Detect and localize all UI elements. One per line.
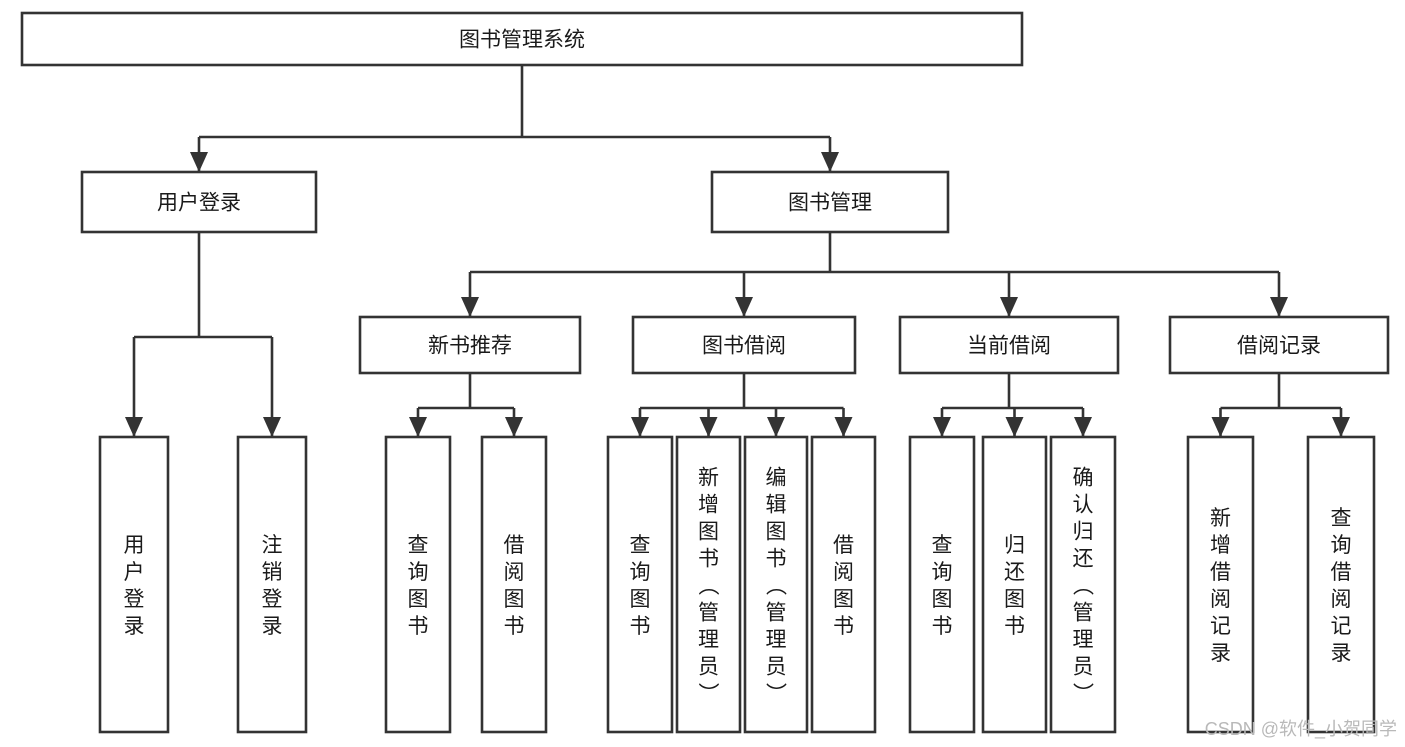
node-label-leaf-confirm-return: 确认归还（管理员） bbox=[1073, 466, 1095, 705]
node-book-manage[interactable]: 图书管理 bbox=[710, 170, 950, 234]
node-label-new-book-rec: 新书推荐 bbox=[428, 335, 512, 358]
node-leaf-query-record[interactable]: 查询借阅记录 bbox=[1306, 435, 1376, 734]
node-label-leaf-return-book: 归还图书 bbox=[1004, 534, 1025, 638]
node-borrow-record[interactable]: 借阅记录 bbox=[1168, 315, 1390, 375]
node-leaf-borrow-book[interactable]: 借阅图书 bbox=[810, 435, 877, 734]
node-leaf-query-book-borrow[interactable]: 查询图书 bbox=[606, 435, 674, 734]
node-label-leaf-edit-book: 编辑图书（管理员） bbox=[766, 466, 788, 705]
node-box-leaf-add-record[interactable] bbox=[1186, 435, 1255, 734]
node-label-leaf-query-book-borrow: 查询图书 bbox=[630, 534, 651, 638]
node-label-book-borrow: 图书借阅 bbox=[702, 335, 786, 358]
node-label-root: 图书管理系统 bbox=[459, 29, 585, 52]
node-box-book-manage[interactable] bbox=[710, 170, 950, 234]
node-new-book-rec[interactable]: 新书推荐 bbox=[358, 315, 582, 375]
node-label-current-borrow: 当前借阅 bbox=[967, 335, 1051, 358]
node-root[interactable]: 图书管理系统 bbox=[20, 11, 1024, 67]
node-box-leaf-borrow-book[interactable] bbox=[810, 435, 877, 734]
node-layer: 图书管理系统用户登录图书管理新书推荐图书借阅当前借阅借阅记录用户登录注销登录查询… bbox=[20, 11, 1390, 734]
connector-book-manage bbox=[461, 232, 1288, 317]
node-label-leaf-query-book-cur: 查询图书 bbox=[932, 534, 953, 638]
node-box-root[interactable] bbox=[20, 11, 1024, 67]
node-box-borrow-record[interactable] bbox=[1168, 315, 1390, 375]
node-label-leaf-query-book-rec: 查询图书 bbox=[408, 534, 429, 638]
node-box-current-borrow[interactable] bbox=[898, 315, 1120, 375]
node-book-borrow[interactable]: 图书借阅 bbox=[631, 315, 857, 375]
node-leaf-user-logout[interactable]: 注销登录 bbox=[236, 435, 308, 734]
node-label-leaf-borrow-book: 借阅图书 bbox=[833, 534, 854, 638]
node-leaf-edit-book[interactable]: 编辑图书（管理员） bbox=[743, 435, 809, 734]
node-leaf-query-book-rec[interactable]: 查询图书 bbox=[384, 435, 452, 734]
node-box-leaf-return-book[interactable] bbox=[981, 435, 1048, 734]
node-label-leaf-query-record: 查询借阅记录 bbox=[1331, 507, 1352, 665]
node-user-login[interactable]: 用户登录 bbox=[80, 170, 318, 234]
node-box-leaf-query-book-rec[interactable] bbox=[384, 435, 452, 734]
node-box-user-login[interactable] bbox=[80, 170, 318, 234]
node-box-new-book-rec[interactable] bbox=[358, 315, 582, 375]
node-label-leaf-borrow-book-rec: 借阅图书 bbox=[504, 534, 525, 638]
node-box-book-borrow[interactable] bbox=[631, 315, 857, 375]
node-leaf-query-book-cur[interactable]: 查询图书 bbox=[908, 435, 976, 734]
node-label-user-login: 用户登录 bbox=[157, 192, 241, 215]
node-box-leaf-edit-book[interactable] bbox=[743, 435, 809, 734]
node-box-leaf-query-record[interactable] bbox=[1306, 435, 1376, 734]
node-label-leaf-add-record: 新增借阅记录 bbox=[1210, 507, 1231, 665]
node-box-leaf-query-book-cur[interactable] bbox=[908, 435, 976, 734]
node-box-leaf-query-book-borrow[interactable] bbox=[606, 435, 674, 734]
node-label-leaf-user-login: 用户登录 bbox=[124, 534, 145, 638]
node-label-borrow-record: 借阅记录 bbox=[1237, 335, 1321, 358]
node-label-book-manage: 图书管理 bbox=[788, 192, 872, 215]
node-label-leaf-add-book: 新增图书（管理员） bbox=[698, 466, 720, 705]
node-leaf-confirm-return[interactable]: 确认归还（管理员） bbox=[1049, 435, 1117, 734]
connector-current-borrow bbox=[933, 373, 1092, 437]
node-leaf-add-record[interactable]: 新增借阅记录 bbox=[1186, 435, 1255, 734]
connector-user-login bbox=[125, 232, 281, 437]
node-label-leaf-user-logout: 注销登录 bbox=[262, 534, 283, 638]
connector-borrow-record bbox=[1211, 373, 1350, 437]
node-box-leaf-add-book[interactable] bbox=[675, 435, 742, 734]
node-leaf-add-book[interactable]: 新增图书（管理员） bbox=[675, 435, 742, 734]
node-leaf-borrow-book-rec[interactable]: 借阅图书 bbox=[480, 435, 548, 734]
node-box-leaf-user-login[interactable] bbox=[98, 435, 170, 734]
connector-layer bbox=[125, 65, 1350, 437]
node-box-leaf-user-logout[interactable] bbox=[236, 435, 308, 734]
connector-book-borrow bbox=[631, 373, 853, 437]
node-leaf-return-book[interactable]: 归还图书 bbox=[981, 435, 1048, 734]
node-box-leaf-borrow-book-rec[interactable] bbox=[480, 435, 548, 734]
connector-new-book-rec bbox=[409, 373, 523, 437]
node-current-borrow[interactable]: 当前借阅 bbox=[898, 315, 1120, 375]
node-box-leaf-confirm-return[interactable] bbox=[1049, 435, 1117, 734]
node-leaf-user-login[interactable]: 用户登录 bbox=[98, 435, 170, 734]
connector-root bbox=[190, 65, 839, 172]
